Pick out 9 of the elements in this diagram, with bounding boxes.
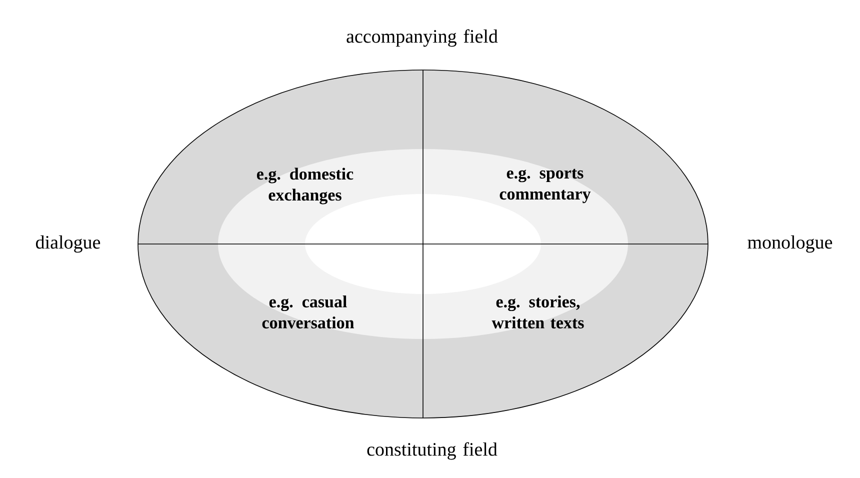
ellipse-diagram: [138, 70, 708, 418]
axis-label: monologue: [748, 235, 832, 253]
quadrant-text: e.g. stories, written texts: [492, 296, 584, 328]
quadrant-text: e.g. domestic exchanges: [256, 168, 354, 204]
axis-label: dialogue: [36, 235, 100, 253]
quadrant-text: e.g. sports commentary: [500, 168, 591, 204]
axis-label: accompanying field: [346, 29, 498, 47]
quadrant-text: e.g. casual conversation: [262, 296, 354, 328]
axis-label: constituting field: [367, 442, 498, 460]
